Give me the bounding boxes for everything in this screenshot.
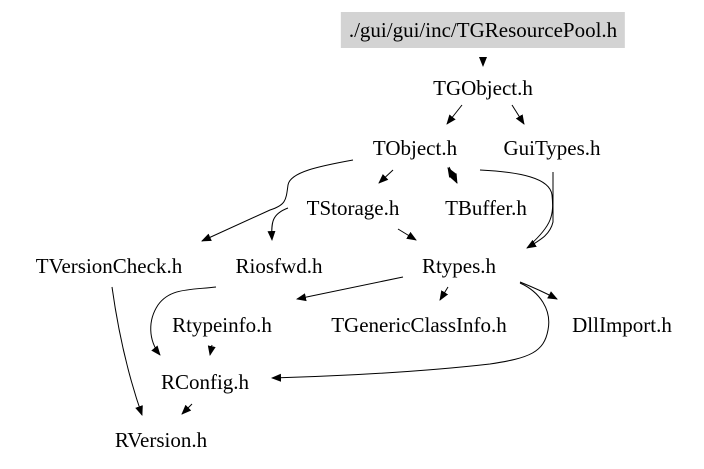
node-tgenericclassinfo[interactable]: TGenericClassInfo.h [331,313,507,337]
edge-tobject-riosfwd [267,207,289,241]
node-rtypes[interactable]: Rtypes.h [421,254,497,278]
node-dllimport[interactable]: DllImport.h [572,313,672,337]
node-tobject[interactable]: TObject.h [372,136,458,160]
node-rconfig[interactable]: RConfig.h [160,370,250,394]
edge-riosfwd-rconfig [150,286,217,356]
edge-tstorage-rtypes [397,228,417,241]
edge-tversioncheck-rversion [111,286,143,416]
edge-rtypes-rconfig [271,282,550,382]
node-root-tgresourcepool[interactable]: ./gui/gui/inc/TGResourcePool.h [340,12,626,48]
edge-tgobject-tobject [446,104,463,125]
edge-tbuffer-tobject [447,167,458,184]
node-tversioncheck[interactable]: TVersionCheck.h [35,254,183,278]
edge-guitypes-rtypes [526,172,554,249]
edge-rtypes-tgenericclassinfo [439,286,449,301]
edge-tobject-rtypes [479,169,554,246]
edge-tgobject-guitypes [511,104,525,125]
node-tstorage[interactable]: TStorage.h [306,196,400,220]
edge-tobject-tversioncheck [201,159,354,242]
node-tgobject[interactable]: TGObject.h [433,76,533,100]
edge-tobject-tstorage [378,169,394,184]
edge-rtypeinfo-rconfig [207,344,216,356]
edge-rtypes-dllimport [519,281,558,300]
edge-rtypes-rtypeinfo [296,276,404,302]
node-rtypeinfo[interactable]: Rtypeinfo.h [172,313,272,337]
node-guitypes[interactable]: GuiTypes.h [503,136,601,160]
node-tbuffer[interactable]: TBuffer.h [445,196,527,220]
node-riosfwd[interactable]: Riosfwd.h [235,254,323,278]
node-rversion[interactable]: RVersion.h [114,428,208,452]
edge-rconfig-rversion [181,403,193,415]
